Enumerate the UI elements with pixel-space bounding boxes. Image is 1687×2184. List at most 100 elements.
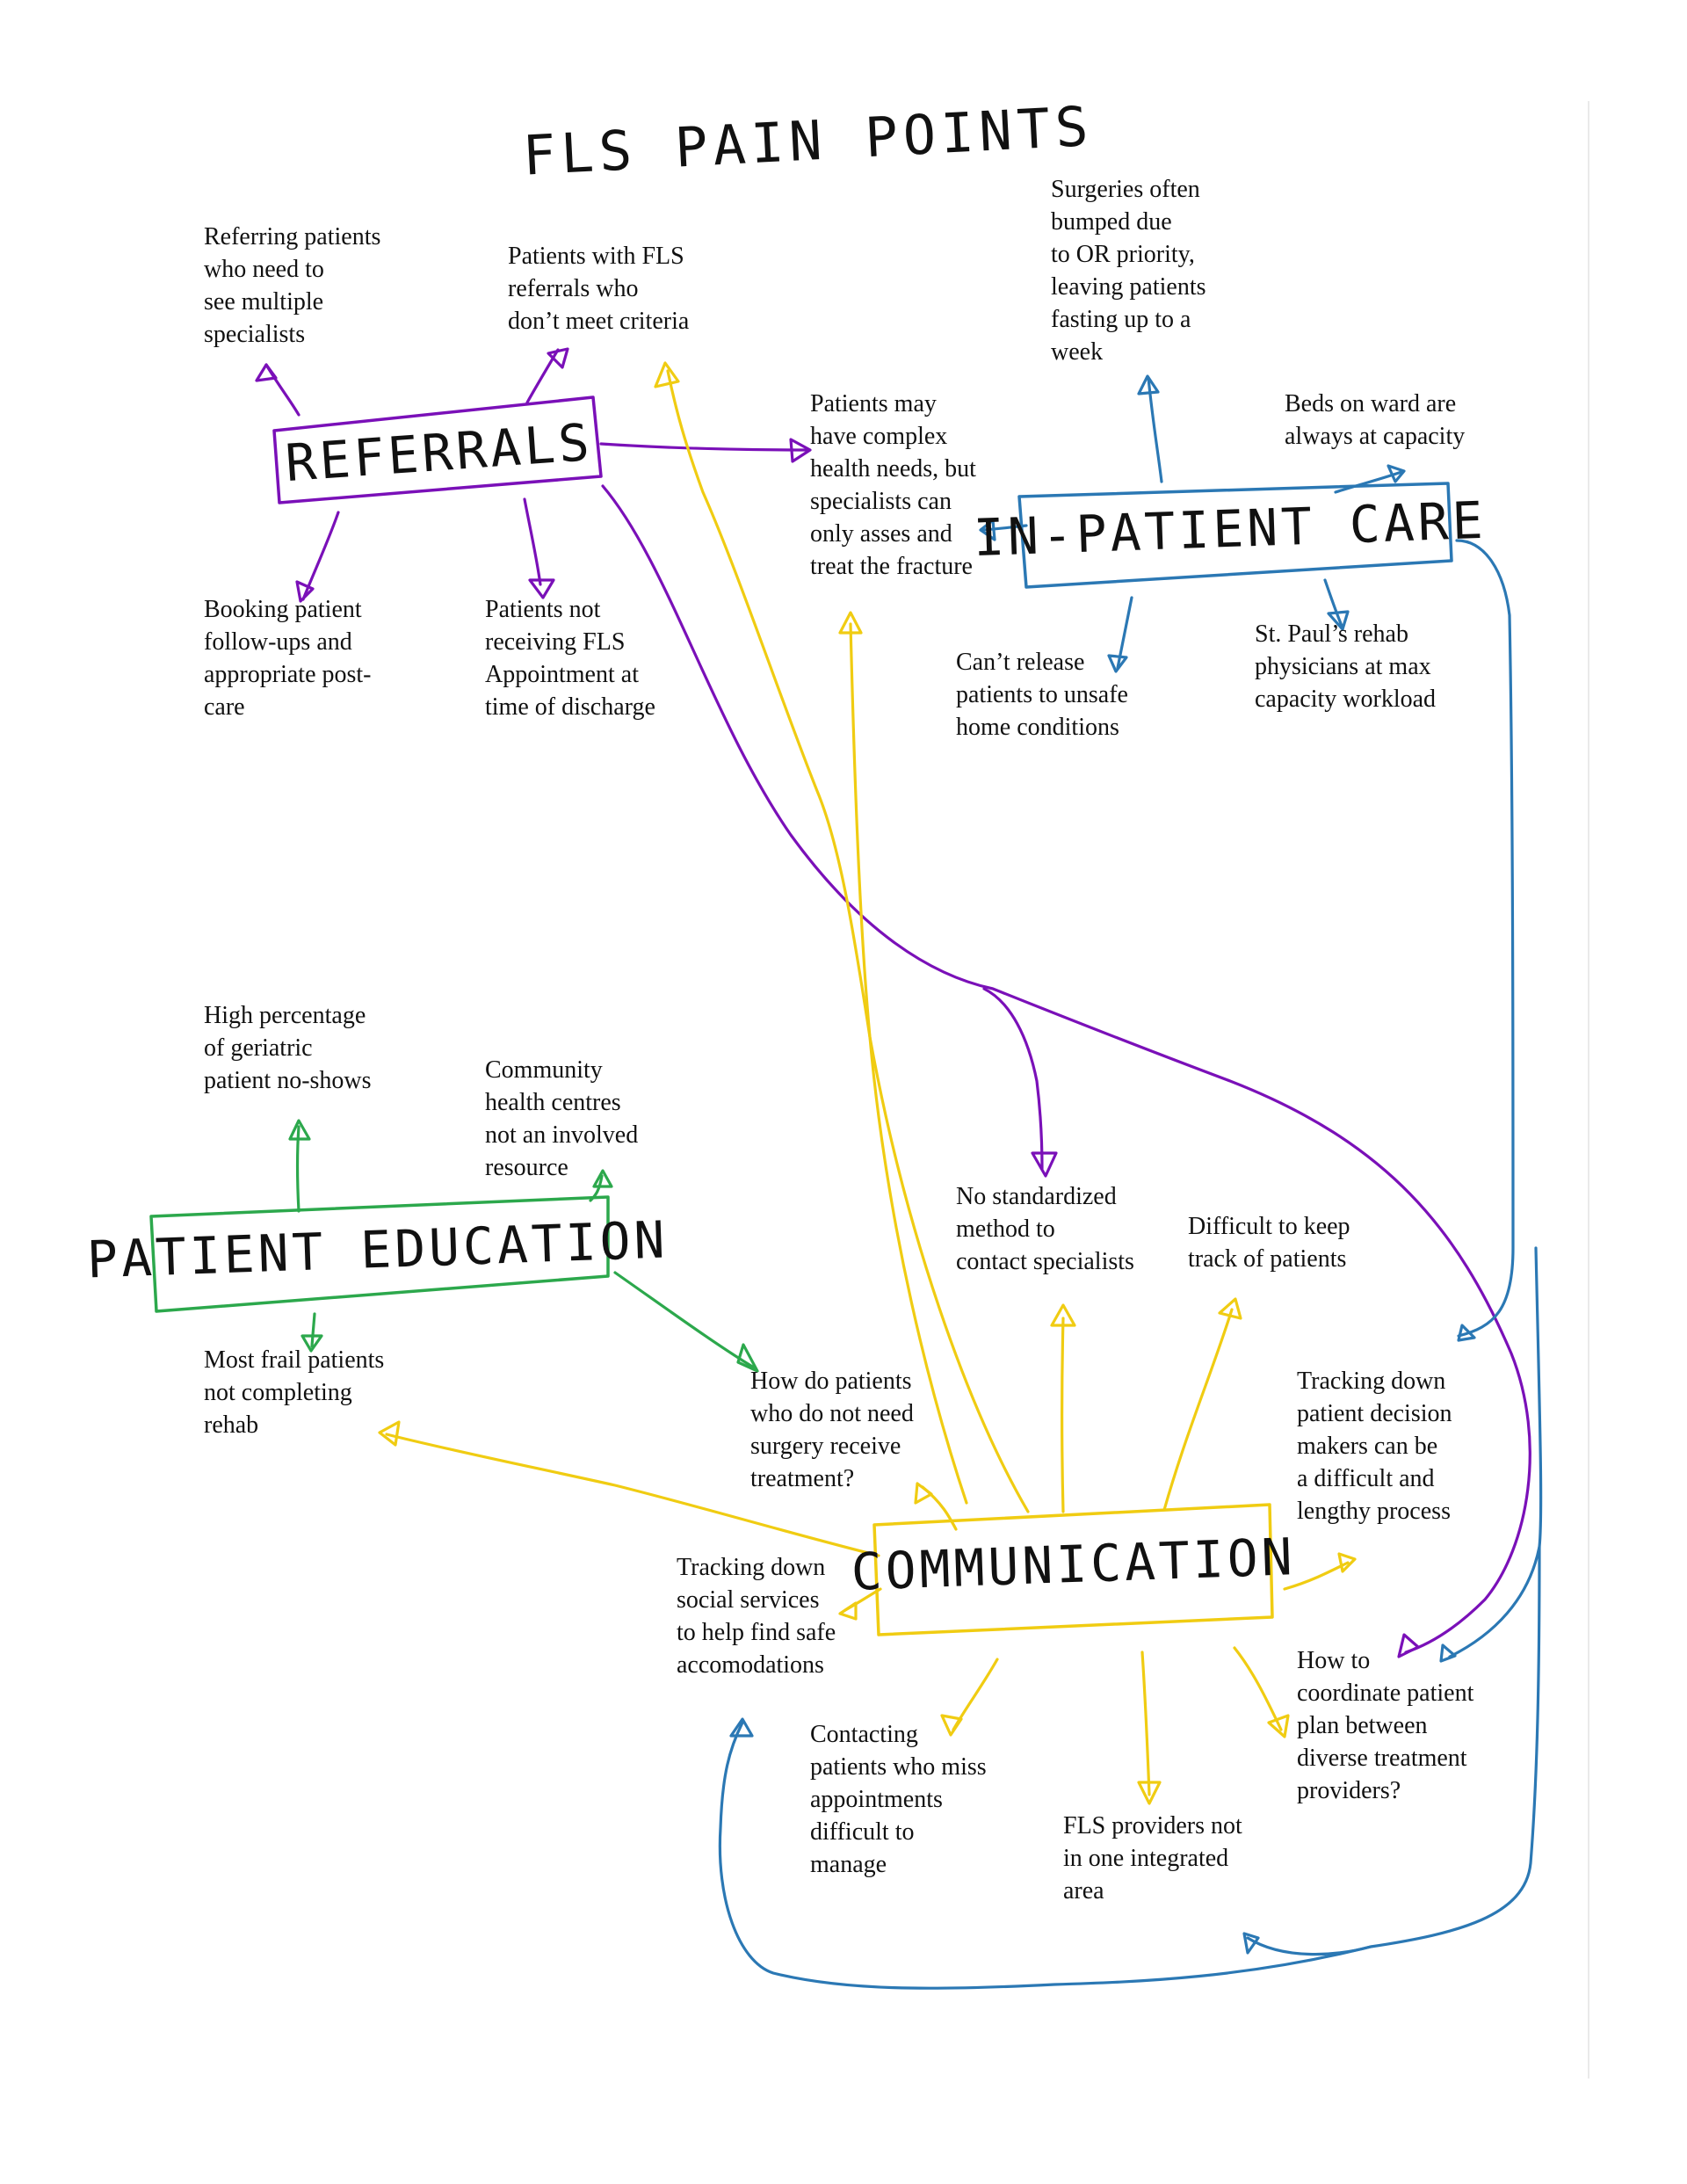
note-line: of geriatric (204, 1034, 313, 1062)
communication-to-criteria-line (666, 369, 1030, 1513)
education-to-no-surgery-line (613, 1271, 756, 1369)
note-line: capacity workload (1255, 686, 1436, 713)
note-line: Tracking down (677, 1554, 825, 1581)
note-line: Beds on ward are (1285, 390, 1456, 417)
note-cant-release: Can’t release patients to unsafe home cond… (956, 649, 1128, 741)
arrowhead-multi-specialists (255, 363, 278, 382)
note-line: Appointment at (485, 661, 639, 688)
note-line: only asses and (810, 520, 952, 548)
note-line: fasting up to a (1051, 306, 1191, 333)
note-line: Patients with FLS (508, 243, 684, 270)
arrowhead-cant-release (1107, 654, 1128, 673)
note-line: who do not need (750, 1400, 914, 1427)
note-line: Tracking down (1297, 1368, 1445, 1395)
communication-to-track-line (1162, 1308, 1234, 1512)
arrowhead-no-standard (1031, 1151, 1058, 1178)
note-line: Patients may (810, 390, 937, 417)
note-line: home conditions (956, 714, 1119, 741)
note-line: to help find safe (677, 1619, 836, 1646)
note-line: resource (485, 1154, 568, 1181)
arrowhead-decision-blue (1457, 1324, 1476, 1342)
inpatient-to-coordinate-line (1448, 1246, 1543, 1658)
arrowhead-providers-yellow (1137, 1781, 1162, 1805)
note-line: in one integrated (1063, 1845, 1228, 1872)
communication-hub: COMMUNICATION (851, 1503, 1297, 1636)
note-line: bumped due (1051, 208, 1172, 236)
note-line: health needs, but (810, 455, 976, 483)
note-line: Community (485, 1056, 603, 1084)
note-line: How do patients (750, 1368, 912, 1395)
note-line: care (204, 693, 245, 721)
page-title: FLS PAIN POINTS (521, 94, 1095, 188)
inpatient-right-long-line (1455, 539, 1515, 1338)
inpatient-to-cant-release-line (1116, 596, 1133, 670)
arrowhead-booking (295, 580, 315, 603)
arrowhead-no-standard-yellow (1050, 1303, 1076, 1327)
communication-to-providers-line (1140, 1651, 1151, 1796)
arrowhead-track-yellow (1218, 1297, 1242, 1320)
note-line: difficult to (810, 1818, 914, 1846)
note-line: have complex (810, 423, 947, 450)
note-line: Can’t release (956, 649, 1084, 676)
note-line: week (1051, 338, 1103, 366)
note-line: No standardized (956, 1183, 1117, 1210)
communication-label: COMMUNICATION (851, 1527, 1297, 1602)
note-line: plan between (1297, 1712, 1428, 1739)
education-arrowheads (288, 1119, 759, 1373)
blue-to-providers-line (1246, 1936, 1372, 1956)
inpatient-arrowheads (729, 374, 1476, 1955)
arrowhead-not-receiving (528, 578, 555, 599)
note-line: patient decision (1297, 1400, 1452, 1427)
referrals-arrowheads (255, 347, 1420, 1658)
note-line: manage (810, 1851, 887, 1878)
note-line: Patients not (485, 596, 601, 623)
education-box (149, 1195, 610, 1313)
inpatient-to-st-pauls-line (1323, 578, 1343, 628)
note-line: patients to unsafe (956, 681, 1128, 708)
referrals-connectors (264, 348, 1531, 1654)
note-line: track of patients (1188, 1245, 1346, 1273)
note-line: Surgeries often (1051, 176, 1200, 203)
arrowhead-beds (1387, 464, 1406, 483)
note-line: who need to (204, 256, 324, 283)
referrals-to-coordinate-long-line (601, 484, 1531, 1654)
education-to-geriatric-line (295, 1125, 300, 1213)
arrowhead-criteria-yellow (654, 361, 680, 388)
referrals-to-booking-line (301, 511, 340, 601)
arrowhead-decision-yellow (1337, 1552, 1357, 1573)
communication-to-no-standard-line (1060, 1317, 1065, 1513)
arrowhead-frail-yellow (378, 1420, 401, 1447)
note-line: Most frail patients (204, 1346, 384, 1374)
arrowhead-social-services (729, 1717, 754, 1738)
arrowhead-surgeries (1137, 374, 1160, 395)
note-line: always at capacity (1285, 423, 1465, 450)
communication-to-complex-needs-line (849, 622, 968, 1505)
note-line: rehab (204, 1411, 258, 1439)
note-line: treat the fracture (810, 553, 973, 580)
inpatient-box (1017, 482, 1453, 589)
arrowhead-social-yellow (838, 1601, 858, 1621)
note-line: area (1063, 1877, 1104, 1905)
note-line: High percentage (204, 1002, 366, 1029)
arrowhead-no-surgery-yellow (914, 1482, 933, 1505)
note-line: leaving patients (1051, 273, 1206, 301)
note-line: appropriate post- (204, 661, 372, 688)
note-line: Referring patients (204, 223, 380, 250)
note-line: specialists (204, 321, 305, 348)
arrowhead-st-pauls (1327, 610, 1350, 631)
note-line: physicians at max (1255, 653, 1431, 680)
arrowhead-contacting-yellow (940, 1714, 963, 1737)
inpatient-to-social-services-bottom-line (718, 1545, 1541, 1990)
